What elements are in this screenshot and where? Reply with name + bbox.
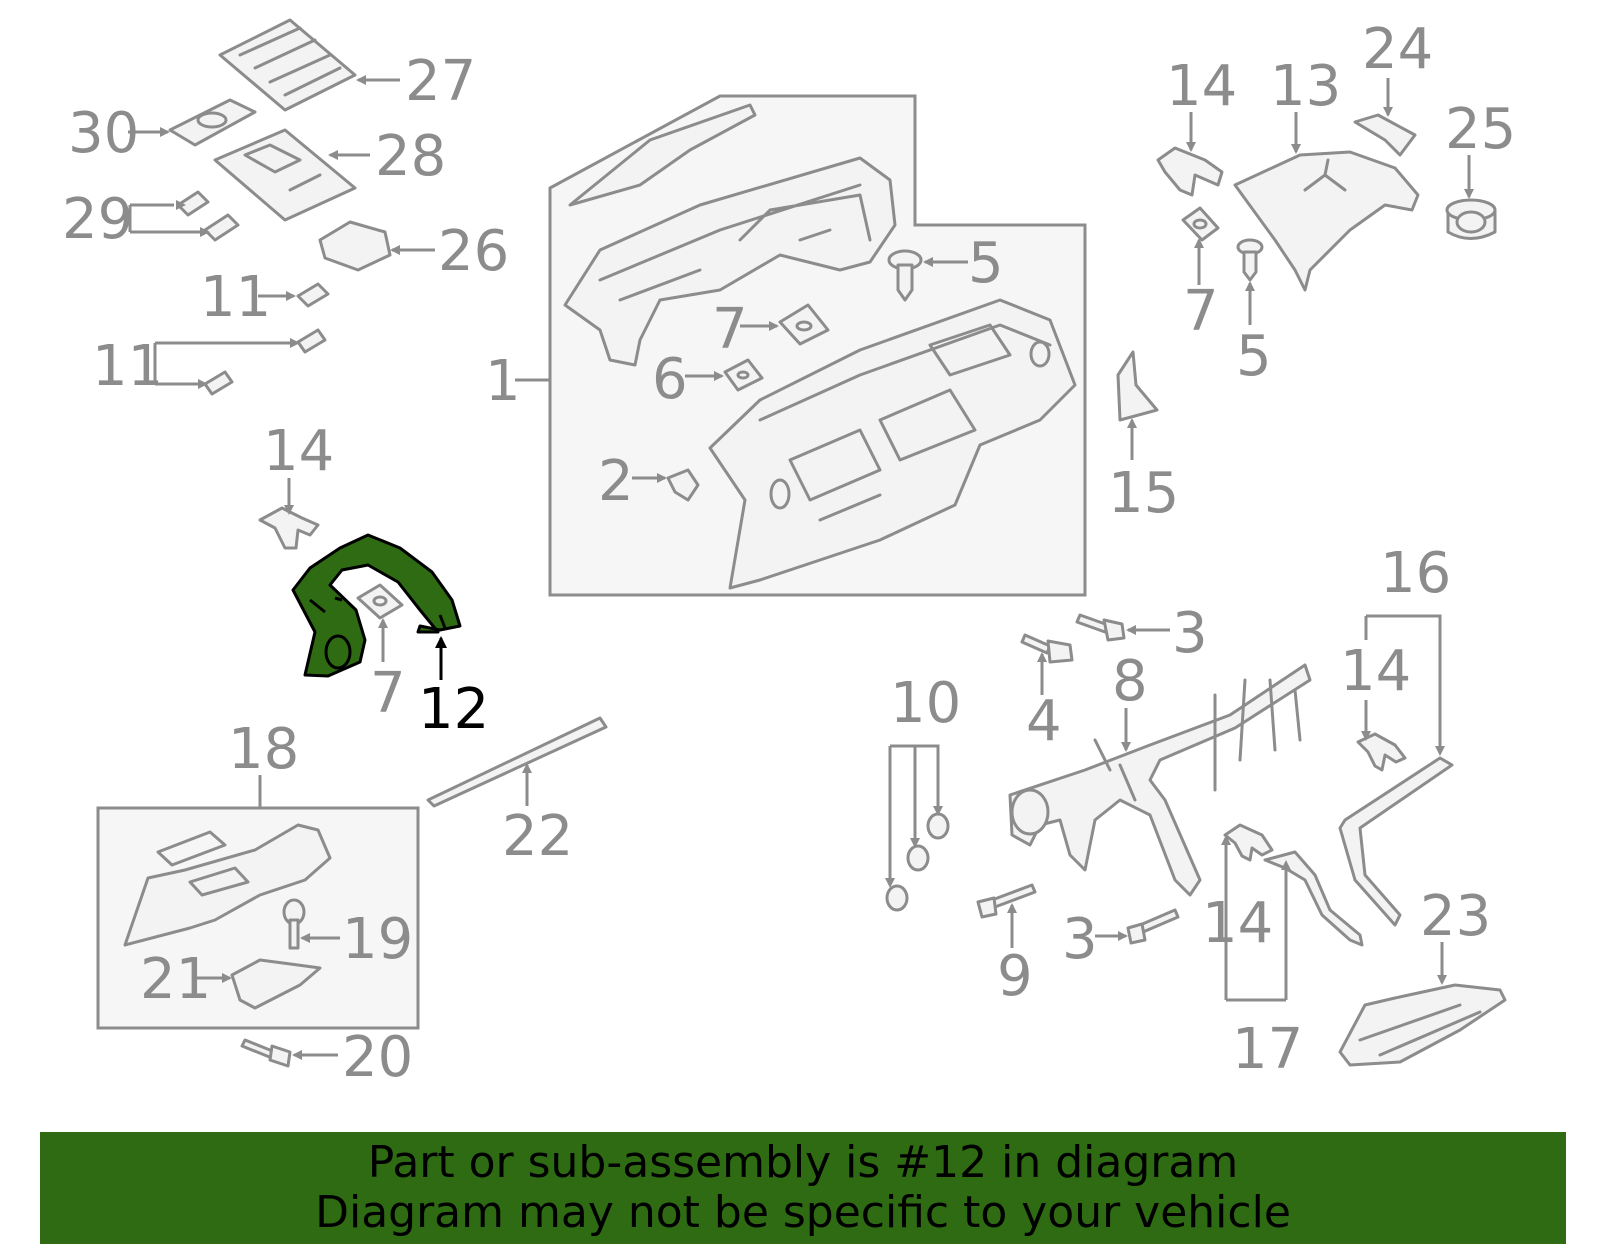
stop-19 bbox=[282, 898, 306, 950]
callout-15: 15 bbox=[1108, 461, 1179, 526]
bolt-9 bbox=[976, 883, 1037, 919]
bracket-14-left bbox=[258, 506, 320, 550]
callout-13: 13 bbox=[1270, 54, 1341, 119]
nut-7-right bbox=[1181, 206, 1220, 242]
callout-27: 27 bbox=[405, 49, 476, 114]
callout-10: 10 bbox=[890, 671, 961, 736]
callout-18: 18 bbox=[228, 717, 299, 782]
instrument-panel bbox=[708, 298, 1077, 590]
callout-28: 28 bbox=[375, 124, 446, 189]
callout-29: 29 bbox=[62, 187, 133, 252]
callout-2: 2 bbox=[598, 449, 634, 514]
trim-15 bbox=[1116, 350, 1159, 422]
bolt-3-upper bbox=[1075, 613, 1126, 642]
callout-20: 20 bbox=[342, 1025, 413, 1090]
callout-25: 25 bbox=[1445, 97, 1516, 162]
nut-6 bbox=[723, 358, 764, 392]
duct-23 bbox=[1338, 983, 1507, 1067]
leader-10 bbox=[888, 744, 940, 880]
callout-5b: 5 bbox=[1236, 324, 1272, 389]
callout-30: 30 bbox=[68, 101, 139, 166]
nuts-10 bbox=[885, 812, 950, 912]
callout-11a: 11 bbox=[200, 265, 271, 330]
callout-12: 12 bbox=[418, 677, 489, 742]
leader-17 bbox=[1224, 843, 1288, 1002]
vent-panel-27 bbox=[218, 18, 357, 112]
cross-member-8 bbox=[1008, 663, 1312, 897]
callout-24: 24 bbox=[1362, 17, 1433, 82]
callout-7b: 7 bbox=[1183, 279, 1219, 344]
leader-16 bbox=[1364, 614, 1442, 748]
callout-7c: 7 bbox=[370, 661, 406, 726]
callout-7a: 7 bbox=[712, 297, 748, 362]
callout-17: 17 bbox=[1232, 1017, 1303, 1082]
clip-2 bbox=[666, 468, 700, 502]
latch-21 bbox=[230, 958, 322, 1010]
part-12-highlight bbox=[291, 533, 462, 678]
callout-3b: 3 bbox=[1062, 907, 1098, 972]
clip-11-lower bbox=[203, 328, 327, 396]
callout-14d: 14 bbox=[1202, 891, 1273, 956]
callout-21: 21 bbox=[140, 947, 211, 1012]
callout-11b: 11 bbox=[92, 334, 163, 399]
callout-8: 8 bbox=[1112, 649, 1148, 714]
vent-panel-28 bbox=[213, 128, 357, 222]
callout-14b: 14 bbox=[263, 419, 334, 484]
info-banner: Part or sub-assembly is #12 in diagram D… bbox=[40, 1132, 1566, 1244]
brace-17 bbox=[1263, 850, 1364, 947]
callout-9: 9 bbox=[997, 944, 1033, 1009]
callout-6: 6 bbox=[652, 347, 688, 412]
brace-16 bbox=[1338, 756, 1454, 927]
bracket-14-far-right bbox=[1356, 732, 1407, 772]
bracket-14-lower bbox=[1223, 823, 1274, 862]
glove-box-door bbox=[123, 823, 332, 947]
callout-1: 1 bbox=[485, 349, 521, 414]
callout-26: 26 bbox=[438, 219, 509, 284]
bracket-30 bbox=[168, 98, 257, 147]
cover-13 bbox=[1233, 150, 1420, 292]
callout-14a: 14 bbox=[1166, 54, 1237, 119]
banner-line-2: Diagram may not be specific to your vehi… bbox=[315, 1187, 1291, 1238]
bolt-4 bbox=[1020, 633, 1074, 664]
bracket-14-right bbox=[1156, 146, 1224, 197]
callout-16: 16 bbox=[1380, 541, 1451, 606]
callout-22: 22 bbox=[502, 804, 573, 869]
callout-14c: 14 bbox=[1340, 639, 1411, 704]
leader-29 bbox=[128, 203, 202, 234]
dashboard-upper-cover bbox=[563, 103, 897, 367]
nut-7-dash bbox=[778, 303, 830, 346]
callout-3a: 3 bbox=[1172, 601, 1208, 666]
leader-11b bbox=[153, 341, 292, 386]
clip-5 bbox=[887, 249, 923, 302]
bracket-24 bbox=[1353, 113, 1417, 157]
trim-strip-22 bbox=[426, 716, 608, 808]
nut-7-left bbox=[356, 583, 404, 620]
callout-4: 4 bbox=[1026, 689, 1062, 754]
bolt-3-lower bbox=[1126, 908, 1180, 945]
callout-23: 23 bbox=[1420, 884, 1491, 949]
bracket-26 bbox=[318, 220, 392, 272]
clip-29 bbox=[176, 190, 240, 242]
banner-line-1: Part or sub-assembly is #12 in diagram bbox=[367, 1137, 1239, 1188]
knob-25 bbox=[1445, 198, 1497, 240]
callout-19: 19 bbox=[342, 907, 413, 972]
clip-5-right bbox=[1236, 238, 1264, 282]
clip-11-upper bbox=[296, 282, 330, 308]
bolt-20 bbox=[240, 1038, 292, 1068]
callout-5a: 5 bbox=[968, 231, 1004, 296]
